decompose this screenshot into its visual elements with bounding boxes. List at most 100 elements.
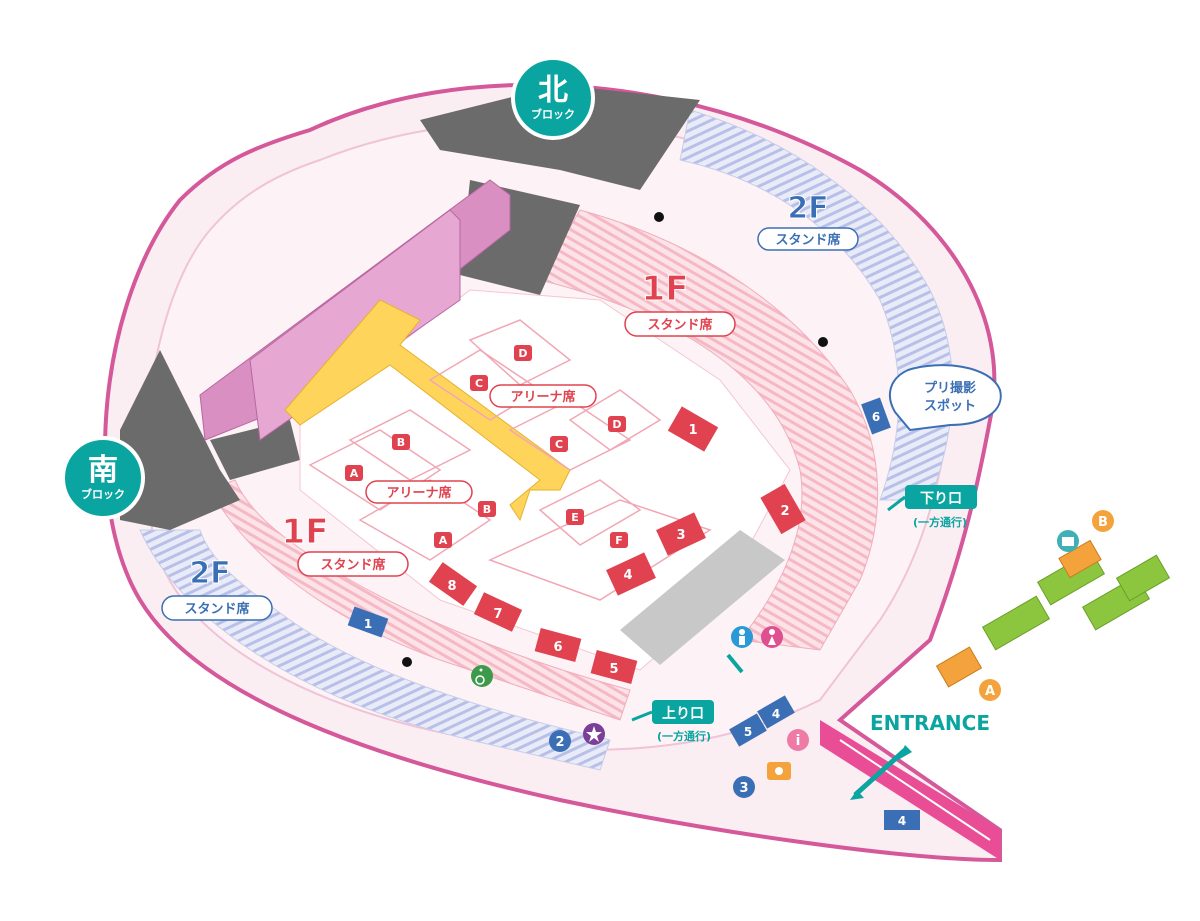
floor-label-1f-right: 1F スタンド席	[624, 269, 736, 337]
arena-block-f: F	[610, 532, 628, 548]
blue-gates: 1 4 5 4 6	[347, 397, 920, 830]
stand-2f-left	[139, 529, 611, 771]
floor-label-2f-left: 2F スタンド席	[161, 556, 273, 621]
badge-south: 南 ブロック	[61, 436, 145, 520]
svg-text:上り口: 上り口	[662, 706, 704, 722]
badge-north: 北 ブロック	[511, 56, 595, 140]
svg-text:2: 2	[555, 735, 564, 750]
arena-label-top: アリーナ席	[489, 384, 597, 408]
svg-text:4: 4	[898, 814, 906, 828]
svg-text:2: 2	[780, 504, 789, 519]
blue-gate-4a: 4	[757, 695, 795, 729]
red-gate-6: 6	[534, 627, 582, 663]
red-gate-3: 3	[656, 512, 706, 556]
woman-icon	[761, 626, 783, 648]
up-entrance: 上り口 (一方通行)	[631, 700, 714, 743]
arena-label-bottom: アリーナ席	[365, 480, 473, 504]
svg-text:南: 南	[88, 453, 118, 488]
svg-text:1: 1	[364, 617, 372, 631]
arena-block-b1: B	[392, 434, 410, 450]
red-gate-2: 2	[760, 483, 806, 535]
svg-text:B: B	[483, 503, 491, 516]
arena-block-d2: D	[608, 416, 626, 432]
arena-block-c2: C	[550, 436, 568, 452]
svg-text:F: F	[615, 534, 623, 547]
svg-text:1F: 1F	[642, 269, 689, 309]
toilet-arrow	[726, 653, 744, 674]
svg-text:E: E	[571, 511, 579, 524]
outside-shops	[935, 539, 1171, 688]
marker-dot-3	[402, 657, 412, 667]
svg-text:2F: 2F	[189, 556, 230, 591]
red-gate-4: 4	[606, 552, 656, 596]
svg-text:ブロック: ブロック	[531, 107, 575, 121]
arena-block-a2: A	[434, 532, 452, 548]
red-gate-5: 5	[590, 649, 638, 685]
red-gate-7: 7	[473, 592, 523, 632]
blue-gate-3: 3	[733, 776, 755, 798]
entrance-ramp	[820, 720, 1000, 860]
svg-text:D: D	[612, 418, 621, 431]
locker-icon	[1057, 530, 1079, 552]
arena-block-b2: B	[478, 501, 496, 517]
outside-label-b: B	[1092, 510, 1114, 532]
svg-text:7: 7	[493, 607, 502, 622]
svg-text:C: C	[475, 377, 483, 390]
marker-dot-1	[654, 212, 664, 222]
svg-text:スタンド席: スタンド席	[184, 601, 249, 617]
grey-area	[620, 530, 785, 665]
svg-text:1: 1	[688, 423, 697, 438]
floor-label-2f-right: 2F スタンド席	[757, 191, 859, 251]
svg-text:8: 8	[447, 579, 456, 594]
floor-label-1f-left: 1F スタンド席	[281, 512, 409, 577]
svg-text:A: A	[985, 684, 995, 699]
wheelchair-icon	[471, 665, 493, 687]
svg-text:B: B	[397, 436, 405, 449]
camera-icon	[767, 762, 791, 780]
arena-block-c1: C	[470, 375, 488, 391]
svg-text:i: i	[796, 733, 801, 749]
svg-text:3: 3	[739, 781, 748, 796]
star-icon	[583, 723, 605, 745]
arena-block-a1: A	[345, 465, 363, 481]
man-icon	[731, 626, 753, 648]
blue-gate-5: 5	[729, 713, 767, 747]
red-gates: 1 2 3 4 5 6 7 8	[428, 406, 806, 685]
svg-text:1F: 1F	[282, 512, 329, 552]
down-entrance: 下り口 (一方通行)	[887, 485, 977, 529]
stand-1f-right	[539, 209, 879, 651]
blue-gate-2: 2	[549, 730, 571, 752]
svg-text:(一方通行): (一方通行)	[913, 515, 967, 529]
stand-1f-left	[209, 479, 631, 721]
blue-gate-4b: 4	[884, 810, 920, 830]
svg-text:スタンド席: スタンド席	[320, 557, 385, 573]
closed-area-stage-left	[210, 420, 300, 480]
svg-text:下り口: 下り口	[920, 491, 962, 507]
blue-gate-6: 6	[861, 397, 891, 435]
photo-spot-bubble: プリ撮影 スポット	[888, 364, 1002, 432]
svg-text:ブロック: ブロック	[81, 487, 125, 501]
photo-spot-line1: プリ撮影	[924, 380, 976, 396]
svg-text:4: 4	[772, 707, 780, 721]
svg-text:北: 北	[538, 73, 568, 108]
svg-text:5: 5	[744, 725, 752, 739]
svg-text:アリーナ席: アリーナ席	[386, 485, 451, 501]
red-gate-1: 1	[667, 406, 719, 452]
svg-text:スタンド席: スタンド席	[775, 232, 840, 248]
red-gate-8: 8	[428, 562, 478, 606]
svg-text:6: 6	[872, 410, 880, 424]
svg-text:D: D	[518, 347, 527, 360]
svg-text:2F: 2F	[787, 191, 828, 226]
svg-text:A: A	[350, 467, 359, 480]
svg-text:4: 4	[623, 568, 632, 583]
svg-text:5: 5	[609, 662, 618, 677]
blue-gate-1: 1	[347, 606, 389, 638]
arena-block-d1: D	[514, 345, 532, 361]
svg-text:(一方通行): (一方通行)	[657, 729, 711, 743]
stage-top	[249, 209, 461, 441]
svg-text:3: 3	[676, 528, 685, 543]
svg-text:B: B	[1098, 515, 1108, 530]
arena-block-letters: D C D C B A B E A F	[345, 345, 628, 548]
arena-block-e: E	[566, 509, 584, 525]
